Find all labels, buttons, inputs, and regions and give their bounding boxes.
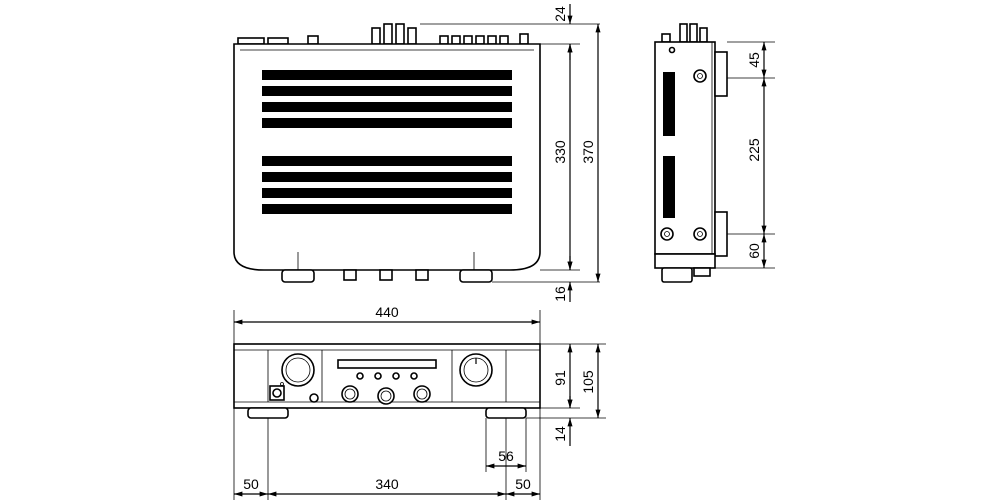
dim-top-feet: 24 xyxy=(552,6,568,22)
headphone-jack xyxy=(309,393,319,403)
dim-side-mid: 225 xyxy=(746,138,762,162)
dim-top-body: 330 xyxy=(552,140,568,164)
dim-front-width: 440 xyxy=(375,304,399,320)
dim-top-knob: 16 xyxy=(552,286,568,302)
front-view: 440 91 105 14 56 50 340 50 xyxy=(233,304,606,500)
side-vent-upper xyxy=(663,72,675,136)
side-view: 45 225 60 xyxy=(654,23,775,283)
top-foot-right xyxy=(459,269,493,283)
top-foot-left xyxy=(281,269,315,283)
front-small-buttons xyxy=(356,372,418,380)
dim-foot-width: 56 xyxy=(498,448,514,464)
vent-slots-lower xyxy=(262,156,512,214)
dim-side-top: 45 xyxy=(746,52,762,68)
vent-slots-upper xyxy=(262,70,512,128)
dim-front-body: 91 xyxy=(552,370,568,386)
side-top-connectors xyxy=(661,23,708,43)
side-rear-jack-top xyxy=(714,51,728,97)
rear-connectors xyxy=(237,23,529,45)
front-foot-left xyxy=(247,407,289,419)
dim-top-total: 370 xyxy=(580,140,596,164)
dim-foot-offset-right: 50 xyxy=(515,476,531,492)
input-selector-knob xyxy=(281,353,315,387)
dim-front-feet: 14 xyxy=(552,426,568,442)
side-foot xyxy=(661,267,693,283)
top-knob-1 xyxy=(343,269,357,281)
dim-foot-spacing: 340 xyxy=(375,476,399,492)
dim-foot-offset-left: 50 xyxy=(243,476,259,492)
tone-knobs xyxy=(341,385,431,405)
top-knob-3 xyxy=(415,269,429,281)
side-rear-jack-bottom xyxy=(714,211,728,257)
volume-knob xyxy=(459,353,493,387)
dim-side-bottom: 60 xyxy=(746,243,762,259)
dim-front-total: 105 xyxy=(580,370,596,394)
side-front-panel xyxy=(654,253,716,269)
side-vent-lower xyxy=(663,156,675,218)
top-view: 24 330 370 16 xyxy=(233,4,601,302)
front-display xyxy=(337,359,437,369)
front-foot-right xyxy=(485,407,527,419)
top-knob-2 xyxy=(379,269,393,281)
